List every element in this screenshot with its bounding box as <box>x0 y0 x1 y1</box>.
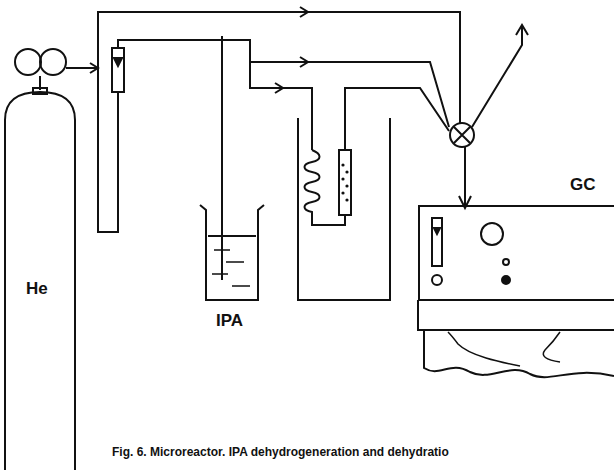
vessel-label: IPA <box>216 312 243 329</box>
reactor-outlet <box>345 88 449 150</box>
furnace-bath <box>298 118 390 300</box>
regulator-gauge <box>15 49 41 75</box>
regulator-gauge <box>40 49 66 75</box>
cylinder-outline <box>4 90 76 468</box>
cylinder-body <box>5 92 75 470</box>
gas-line <box>222 36 449 127</box>
gc-outline <box>418 176 614 300</box>
chromatogram-trace <box>448 332 520 366</box>
flowmeter-float <box>114 58 122 66</box>
gas-cylinder: He <box>4 90 76 468</box>
flowmeter <box>112 48 124 92</box>
catalyst-bed <box>341 163 348 201</box>
gc-flowmeter <box>432 218 442 266</box>
chromatogram-trace <box>543 332 560 362</box>
flow-arrow <box>90 63 98 73</box>
cylinder-valve <box>33 88 47 94</box>
gc-inlet <box>464 147 466 208</box>
saturator-outlet <box>250 62 312 150</box>
instrument-label: GC <box>570 176 596 193</box>
saturator-inlet <box>221 40 223 280</box>
figure-caption: Fig. 6. Microreactor. IPA dehydrogenerat… <box>112 446 449 458</box>
liquid-hatch <box>212 250 250 286</box>
gc-dial <box>481 223 503 245</box>
reactor-tube <box>339 150 351 215</box>
gc-knob <box>432 275 442 285</box>
vent-line <box>472 25 522 127</box>
liquid-level <box>208 235 256 237</box>
gas-line <box>118 40 222 48</box>
selector-valve <box>450 123 474 147</box>
flow-arrow <box>300 57 308 67</box>
saturator-vessel <box>200 205 264 300</box>
flow-arrow <box>275 83 283 93</box>
gc-knob <box>503 259 509 265</box>
chart-paper <box>424 330 614 377</box>
gc-box <box>419 206 614 300</box>
gas-label: He <box>26 280 48 297</box>
gas-line <box>66 67 98 69</box>
flow-arrow <box>300 7 308 17</box>
vent-arrow <box>516 25 528 35</box>
gc-float <box>434 228 440 234</box>
gc-knob <box>502 276 510 284</box>
bypass-line <box>98 12 460 123</box>
gas-chromatograph: GC <box>418 176 614 300</box>
valve-cross <box>454 127 470 143</box>
recorder-body <box>418 300 614 330</box>
